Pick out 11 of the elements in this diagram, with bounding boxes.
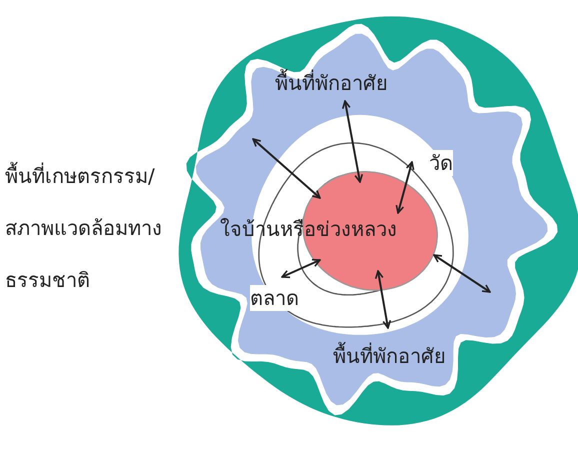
area-label: ตลาด xyxy=(250,285,299,311)
double-arrow xyxy=(374,270,392,329)
area-label: พื้นที่พักอาศัย xyxy=(275,70,388,96)
double-arrow xyxy=(281,258,321,278)
area-label: พื้นที่พักอาศัย xyxy=(333,343,446,369)
area-label: วัด xyxy=(429,150,453,176)
area-label: พื้นที่เกษตรกรรม/ สภาพแวดล้อมทาง ธรรมชาติ xyxy=(5,150,205,306)
double-arrow xyxy=(342,100,364,183)
double-arrow xyxy=(396,161,414,214)
double-arrow xyxy=(252,138,321,199)
double-arrow xyxy=(433,254,491,293)
